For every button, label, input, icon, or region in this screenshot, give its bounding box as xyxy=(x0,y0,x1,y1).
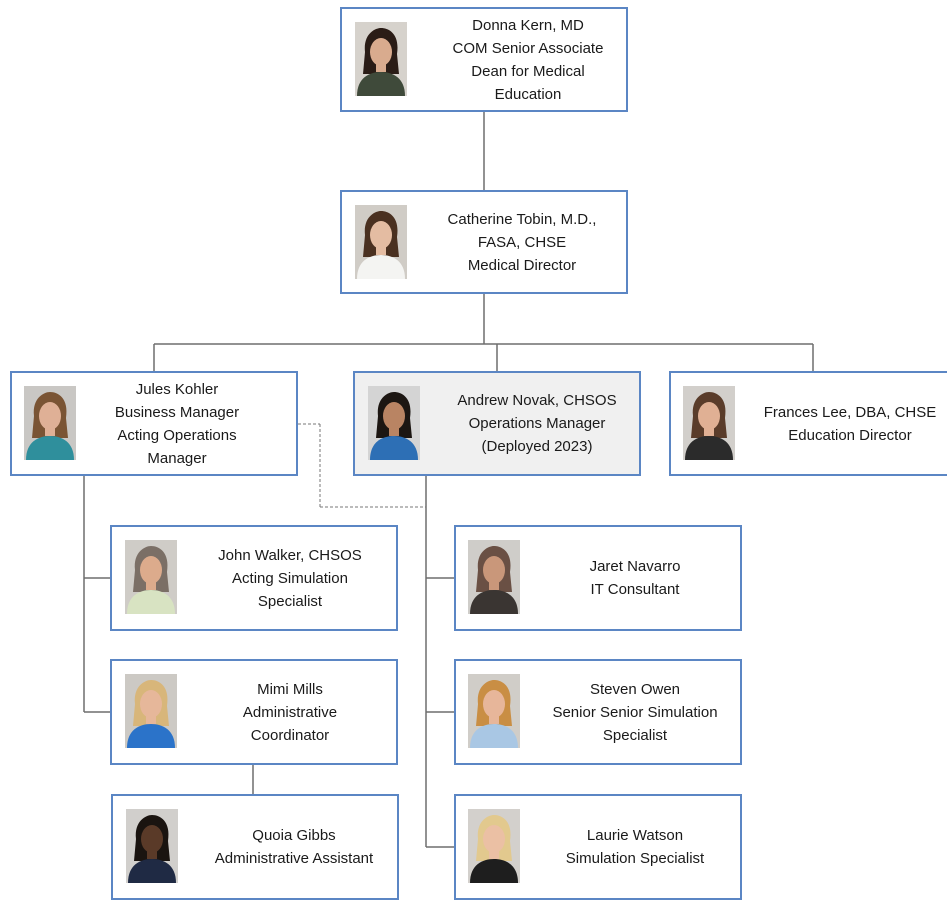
node-text-tobin: Catherine Tobin, M.D., FASA, CHSE Medical … xyxy=(432,190,612,294)
person-title-line: IT Consultant xyxy=(590,581,680,598)
person-name: Andrew Novak, CHSOS xyxy=(457,392,617,409)
tobin-portrait-icon xyxy=(355,205,407,279)
mills-portrait-icon xyxy=(125,674,177,748)
person-title-line: Education xyxy=(494,85,562,103)
walker-portrait-icon xyxy=(125,540,177,614)
person-title-line: Education Director xyxy=(788,426,912,444)
person-title-line: Coordinator xyxy=(250,726,330,744)
person-name: Jaret Navarro xyxy=(589,558,681,575)
gibbs-portrait-icon xyxy=(126,809,178,883)
photo-navarro xyxy=(468,540,520,614)
person-title-line: Senior Senior Simulation xyxy=(552,703,718,721)
photo-walker xyxy=(125,540,177,614)
kohler-portrait-icon xyxy=(24,386,76,460)
photo-kern xyxy=(355,22,407,96)
photo-kohler xyxy=(24,386,76,460)
person-title-line: Acting Simulation xyxy=(232,569,348,587)
person-name: Quoia Gibbs xyxy=(252,827,336,844)
person-title-line: Specialist xyxy=(257,592,323,610)
photo-mills xyxy=(125,674,177,748)
lee-portrait-icon xyxy=(683,386,735,460)
node-text-navarro: Jaret Navarro IT Consultant xyxy=(520,525,750,631)
person-name: Mimi Mills xyxy=(257,680,323,698)
person-title-line: Specialist xyxy=(602,726,668,744)
person-name: Frances Lee, DBA, CHSE xyxy=(763,403,937,421)
photo-tobin xyxy=(355,205,407,279)
photo-gibbs xyxy=(126,809,178,883)
person-title-line: Operations Manager xyxy=(468,415,606,432)
kern-portrait-icon xyxy=(355,22,407,96)
node-text-lee: Frances Lee, DBA, CHSE Education Director xyxy=(750,371,947,476)
photo-watson xyxy=(468,809,520,883)
navarro-portrait-icon xyxy=(468,540,520,614)
person-name: Jules Kohler xyxy=(135,380,219,398)
photo-novak xyxy=(368,386,420,460)
person-title-line: Administrative Assistant xyxy=(214,850,374,867)
person-name: Steven Owen xyxy=(589,680,681,698)
person-title-line: (Deployed 2023) xyxy=(481,438,593,455)
watson-portrait-icon xyxy=(468,809,520,883)
person-title-line: Administrative xyxy=(242,703,338,721)
person-title-line: Simulation Specialist xyxy=(565,850,705,867)
person-title-line: COM Senior Associate xyxy=(452,39,604,57)
person-title-line: Acting Operations xyxy=(117,426,237,444)
person-name: John Walker, CHSOS xyxy=(218,546,362,564)
person-title-line: Dean for Medical xyxy=(471,62,585,80)
photo-lee xyxy=(683,386,735,460)
owen-portrait-icon xyxy=(468,674,520,748)
photo-owen xyxy=(468,674,520,748)
person-title-line: Manager xyxy=(147,449,207,467)
person-title-line: Business Manager xyxy=(114,403,240,421)
person-name: Laurie Watson xyxy=(586,827,684,844)
novak-portrait-icon xyxy=(368,386,420,460)
node-text-novak: Andrew Novak, CHSOS Operations Manager (De… xyxy=(428,371,646,476)
person-title-line: Medical Director xyxy=(467,256,577,274)
person-title-line: FASA, CHSE xyxy=(477,233,567,251)
person-name: Catherine Tobin, M.D., xyxy=(447,210,597,228)
person-name: Donna Kern, MD xyxy=(472,16,584,34)
